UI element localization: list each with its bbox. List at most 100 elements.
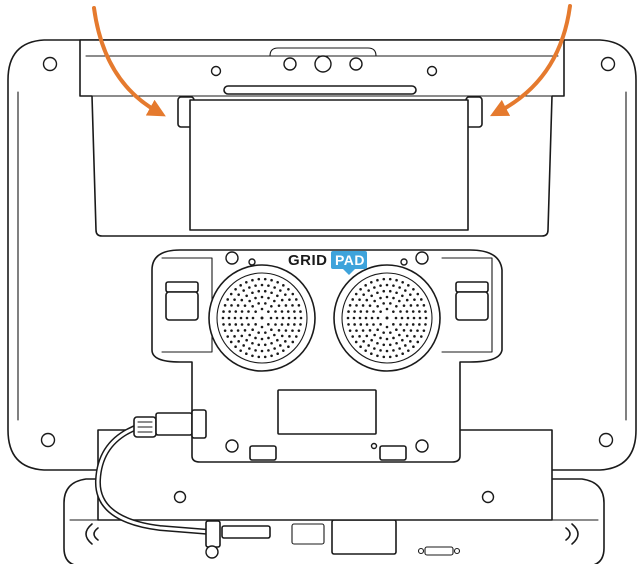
cable-connector-icon xyxy=(165,281,489,321)
cable-plug xyxy=(205,520,271,559)
grille-perforation xyxy=(365,334,369,338)
grille-perforation xyxy=(260,295,264,299)
grille-perforation xyxy=(382,331,385,334)
grille-perforation xyxy=(230,304,233,307)
grille-perforation xyxy=(291,304,294,307)
grille-perforation xyxy=(413,335,416,338)
grille-perforation xyxy=(362,340,365,343)
grille-perforation xyxy=(240,334,244,338)
grille-perforation xyxy=(388,355,392,359)
grille-perforation xyxy=(373,347,376,350)
grille-perforation xyxy=(395,328,398,332)
right-arrow xyxy=(490,4,572,117)
grille-perforation xyxy=(236,329,240,332)
grille-perforation xyxy=(287,288,290,291)
grille-perforation xyxy=(398,286,401,289)
grille-perforation xyxy=(270,328,273,332)
grille-perforation xyxy=(382,277,386,281)
grille-perforation xyxy=(395,354,398,358)
screw-hole xyxy=(598,432,614,448)
speaker-grille-icon xyxy=(333,264,441,372)
grille-perforation xyxy=(240,323,244,326)
grille-perforation xyxy=(284,329,288,332)
grille-perforation xyxy=(418,310,421,313)
grille-perforation xyxy=(353,310,356,313)
grille-perforation xyxy=(229,292,233,296)
grille-perforation xyxy=(257,331,260,334)
grille-perforation xyxy=(398,347,401,350)
grille-perforation xyxy=(282,284,285,287)
grille-perforation xyxy=(228,323,231,326)
grille-perforation xyxy=(416,292,420,296)
grille-perforation xyxy=(405,334,409,338)
grille-perforation xyxy=(229,340,233,344)
grille-perforation xyxy=(239,284,242,287)
grille-perforation xyxy=(226,298,229,301)
grille-perforation xyxy=(254,296,257,300)
grille-perforation xyxy=(251,354,254,358)
grille-perforation xyxy=(222,310,225,313)
grille-perforation xyxy=(270,291,273,295)
grille-perforation xyxy=(276,294,279,298)
mount-plate xyxy=(189,99,469,231)
speaker-grille-icon xyxy=(208,264,316,372)
grille-perforation xyxy=(355,304,358,307)
grille-perforation xyxy=(351,335,355,338)
grille-perforation xyxy=(420,298,423,301)
grille-perforation xyxy=(424,310,427,313)
grille-perforation xyxy=(254,310,257,313)
grille-perforation xyxy=(281,316,285,320)
grille-perforation xyxy=(257,289,261,293)
grille-perforation xyxy=(245,316,249,320)
grille-perforation xyxy=(370,280,373,284)
grille-perforation xyxy=(251,278,254,282)
grille-perforation xyxy=(257,302,260,305)
cable xyxy=(94,409,271,559)
grille-perforation xyxy=(273,299,276,303)
grille-perforation xyxy=(260,325,264,329)
grille-perforation xyxy=(297,304,301,307)
grille-perforation xyxy=(370,316,374,320)
grille-perforation xyxy=(424,316,428,320)
grille-perforation xyxy=(355,329,358,332)
grille-perforation xyxy=(263,289,267,293)
grille-perforation xyxy=(370,352,373,356)
grille-perforation xyxy=(263,343,267,347)
grille-perforation xyxy=(368,329,372,332)
grille-perforation xyxy=(287,316,291,320)
grille-perforation xyxy=(251,328,254,332)
grille-perforation xyxy=(392,284,395,287)
grille-perforation xyxy=(280,323,284,326)
grille-perforation xyxy=(270,341,273,345)
grille-perforation xyxy=(401,338,404,342)
brand-logo: GRID PAD xyxy=(288,251,367,275)
grille-perforation xyxy=(416,304,419,307)
grille-perforation xyxy=(295,335,298,338)
grille-perforation xyxy=(407,349,410,352)
grille-perforation xyxy=(358,335,361,338)
grille-perforation xyxy=(406,316,410,320)
grille-perforation xyxy=(299,323,302,326)
grille-perforation xyxy=(221,316,225,320)
grille-perforation xyxy=(284,304,288,307)
grille-perforation xyxy=(233,298,236,301)
grille-perforation xyxy=(264,302,267,305)
grille-perforation xyxy=(385,337,389,341)
grille-perforation xyxy=(264,331,267,334)
grille-perforation xyxy=(260,283,264,287)
grille-perforation xyxy=(291,340,295,344)
grille-perforation xyxy=(297,329,301,332)
left-arrow xyxy=(92,6,166,117)
grille-perforation xyxy=(402,304,406,307)
grille-perforation xyxy=(280,298,284,302)
svg-text:GRID: GRID xyxy=(288,252,328,269)
grille-perforation xyxy=(392,336,395,340)
grille-perforation xyxy=(351,298,355,301)
grille-perforation xyxy=(243,304,247,307)
grille-perforation xyxy=(254,349,257,352)
grille-perforation xyxy=(288,298,291,301)
grille-perforation xyxy=(394,316,398,320)
grille-perforation xyxy=(385,349,389,353)
grille-perforation xyxy=(395,304,398,308)
grille-perforation xyxy=(260,307,264,311)
